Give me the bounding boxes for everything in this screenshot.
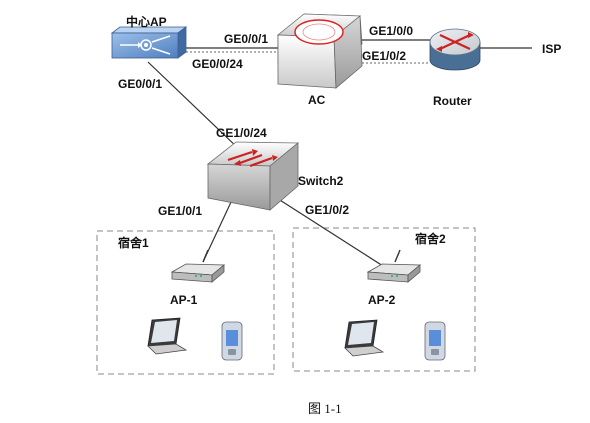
port-label: GE0/0/1 — [118, 77, 162, 91]
ap2-icon — [366, 249, 422, 283]
central-ap-icon — [110, 26, 188, 59]
ap1-label: AP-1 — [170, 293, 198, 307]
dorm2-label: 宿舍2 — [415, 231, 446, 246]
ap1-icon — [170, 249, 226, 283]
laptop-icon — [344, 319, 385, 357]
port-label: GE0/0/24 — [192, 57, 243, 71]
port-label: GE1/0/2 — [305, 203, 349, 217]
port-label: GE0/0/1 — [224, 32, 268, 46]
dorm2-zone — [292, 227, 476, 372]
laptop-icon — [147, 317, 188, 355]
switch-icon — [206, 141, 300, 211]
ac-icon — [276, 13, 363, 89]
port-label: GE1/0/1 — [158, 204, 202, 218]
phone-icon — [424, 321, 446, 361]
dorm1-label: 宿舍1 — [118, 235, 149, 250]
figure-caption: 图 1-1 — [308, 401, 342, 416]
port-label: GE1/0/0 — [369, 24, 413, 38]
port-label: GE1/0/2 — [362, 49, 406, 63]
port-label: GE1/0/24 — [216, 126, 267, 140]
ap2-label: AP-2 — [368, 293, 396, 307]
link-switch-ap2 — [271, 194, 384, 267]
central-ap-label: 中心AP — [126, 14, 167, 29]
router-icon — [429, 28, 481, 71]
switch2-label: Switch2 — [298, 174, 344, 188]
link-ap-switch — [147, 61, 241, 151]
ac-label: AC — [308, 93, 326, 107]
router-label: Router — [433, 94, 472, 108]
isp-label: ISP — [542, 42, 561, 56]
phone-icon — [221, 321, 243, 361]
